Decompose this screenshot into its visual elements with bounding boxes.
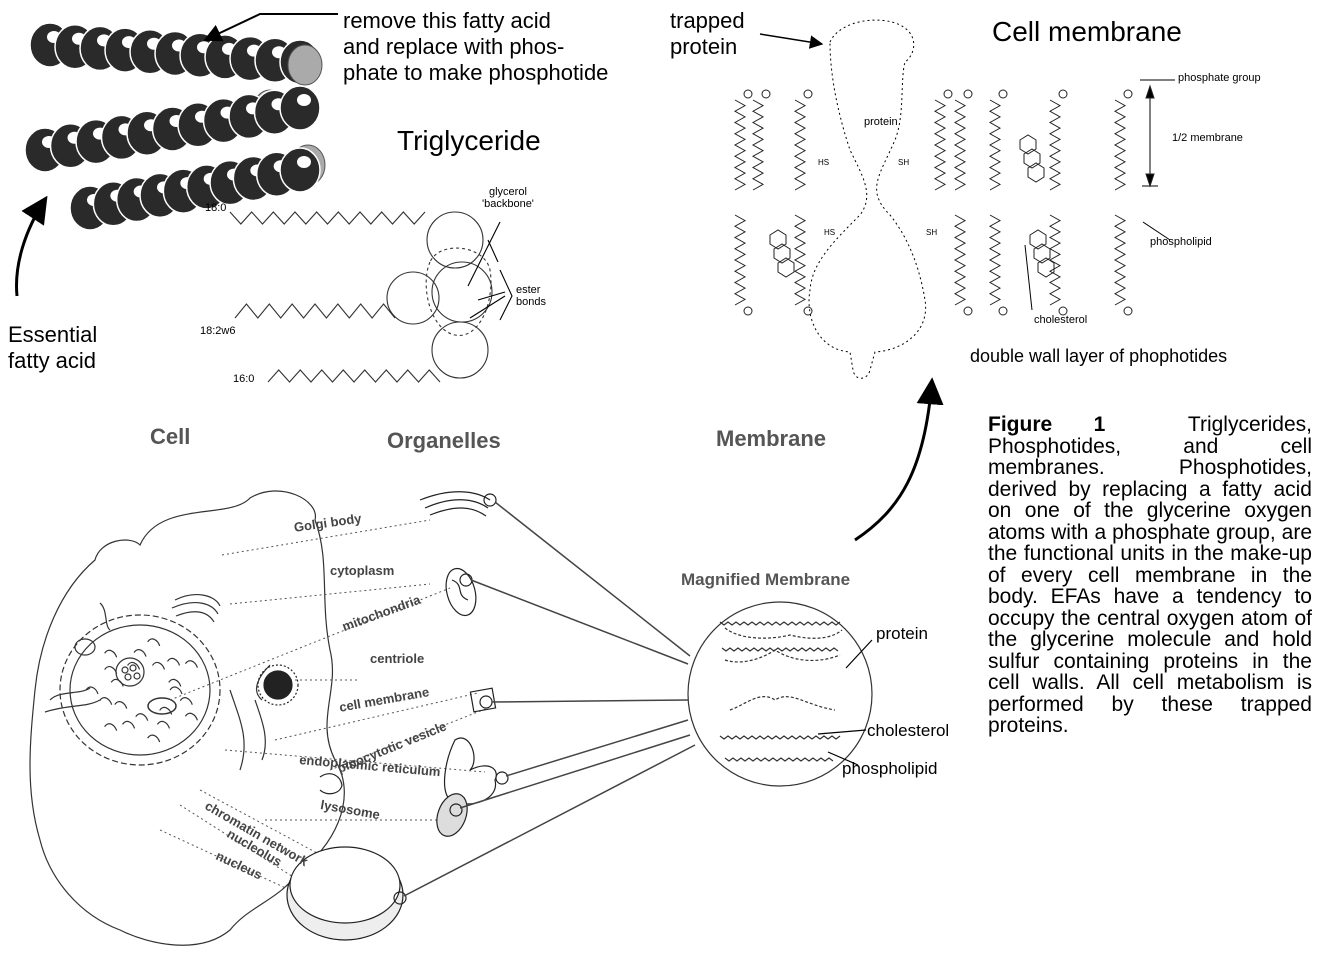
hs-label-top: HS [818, 158, 829, 167]
magnified-to-membrane-arrow [855, 380, 932, 540]
magnified-phospholipid-label: phospholipid [842, 759, 937, 779]
efa-line-1: Essential [8, 322, 97, 348]
trapped-protein-arrow [760, 34, 822, 44]
triglyceride-structure [230, 212, 512, 382]
figure-caption-text: Triglycerides, Phosphotides, and cell me… [988, 413, 1312, 737]
organelle-centriole: centriole [370, 651, 424, 666]
trapped-line-1: trapped [670, 8, 745, 34]
essential-fatty-acid-label: Essential fatty acid [8, 322, 97, 374]
trapped-protein-outline [809, 20, 926, 378]
ester-line-1: ester [516, 284, 546, 296]
remove-fatty-acid-note: remove this fatty acid and replace with … [343, 8, 608, 86]
chain-label-18-0: 18:0 [205, 202, 226, 214]
figure-caption-label: Figure 1 [988, 413, 1105, 436]
cholesterol-label: cholesterol [1034, 314, 1087, 326]
note-line-1: remove this fatty acid [343, 8, 608, 34]
double-wall-label: double wall layer of phophotides [970, 346, 1227, 367]
hs-label-bottom: HS [824, 228, 835, 237]
sh-label-bottom: SH [926, 228, 937, 237]
glycerol-line-1: glycerol [482, 186, 534, 198]
triglyceride-spacefill-model [25, 23, 325, 230]
chain-label-18-2w6: 18:2w6 [200, 325, 235, 337]
trapped-protein-label: trapped protein [670, 8, 745, 60]
ester-line-2: bonds [516, 296, 546, 308]
chain-label-16-0: 16:0 [233, 373, 254, 385]
note-line-2: and replace with phos- [343, 34, 608, 60]
magnified-protein-label: protein [876, 624, 928, 644]
figure-caption: Figure 1 Triglycerides, Phosphotides, an… [988, 414, 1312, 737]
organelle-drawings [258, 492, 508, 940]
organelle-cytoplasm: cytoplasm [330, 563, 394, 578]
phospholipid-label: phospholipid [1150, 236, 1212, 248]
note-line-3: phate to make phosphotide [343, 60, 608, 86]
essential-fatty-acid-arrow [17, 198, 46, 296]
phosphate-group-label: phosphate group [1178, 72, 1261, 84]
membrane-protein-label: protein [864, 116, 898, 128]
connector-lines [404, 502, 695, 896]
cell-membrane-bilayer [735, 20, 1175, 378]
sh-label-top: SH [898, 158, 909, 167]
half-membrane-label: 1/2 membrane [1172, 132, 1243, 144]
magnified-cholesterol-label: cholesterol [867, 721, 949, 741]
header-cell: Cell [150, 424, 190, 450]
cell-membrane-title: Cell membrane [992, 16, 1182, 48]
glycerol-line-2: 'backbone' [482, 198, 534, 210]
efa-line-2: fatty acid [8, 348, 97, 374]
magnified-membrane-title: Magnified Membrane [681, 570, 850, 590]
header-membrane: Membrane [716, 426, 826, 452]
triglyceride-title: Triglyceride [397, 125, 541, 157]
trapped-line-2: protein [670, 34, 745, 60]
glycerol-backbone-label: glycerol 'backbone' [482, 186, 534, 210]
mitochondria-in-cell [148, 698, 176, 714]
ester-bonds-label: ester bonds [516, 284, 546, 308]
header-organelles: Organelles [387, 428, 501, 454]
